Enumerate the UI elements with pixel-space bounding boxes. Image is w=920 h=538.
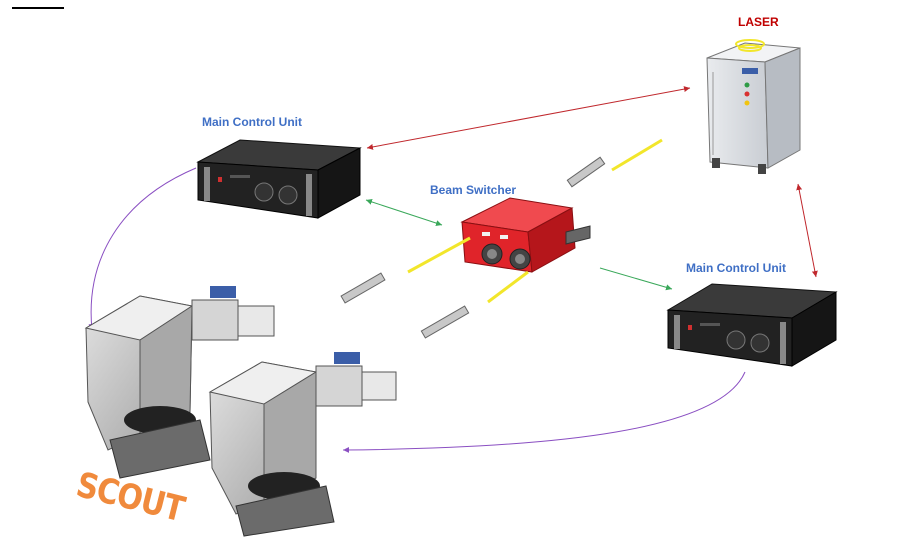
fiber-connector-icon [340,138,663,339]
arrow-control-1-to-head-1 [88,167,197,331]
main-control-unit-2-label: Main Control Unit [686,261,786,275]
main-control-unit-1-label: Main Control Unit [202,115,302,129]
connection-arrows [88,86,818,453]
rack-control-unit-icon [666,283,838,367]
laser-label: LASER [738,15,779,29]
laser-scan-head-icon [208,352,397,537]
arrow-laser-to-control-1 [366,86,691,150]
arrow-control-2-to-head-2 [342,371,746,453]
beam-switcher-icon [460,197,591,273]
header-rule [12,7,64,9]
arrow-switcher-to-control-2 [599,267,673,291]
beam-switcher-label: Beam Switcher [430,183,517,197]
arrow-laser-to-control-2 [796,183,818,278]
arrow-control-1-to-switcher [365,199,443,226]
laser-source-icon [706,39,801,174]
rack-control-unit-icon [196,139,362,219]
laser-scan-head-icon [84,286,275,479]
